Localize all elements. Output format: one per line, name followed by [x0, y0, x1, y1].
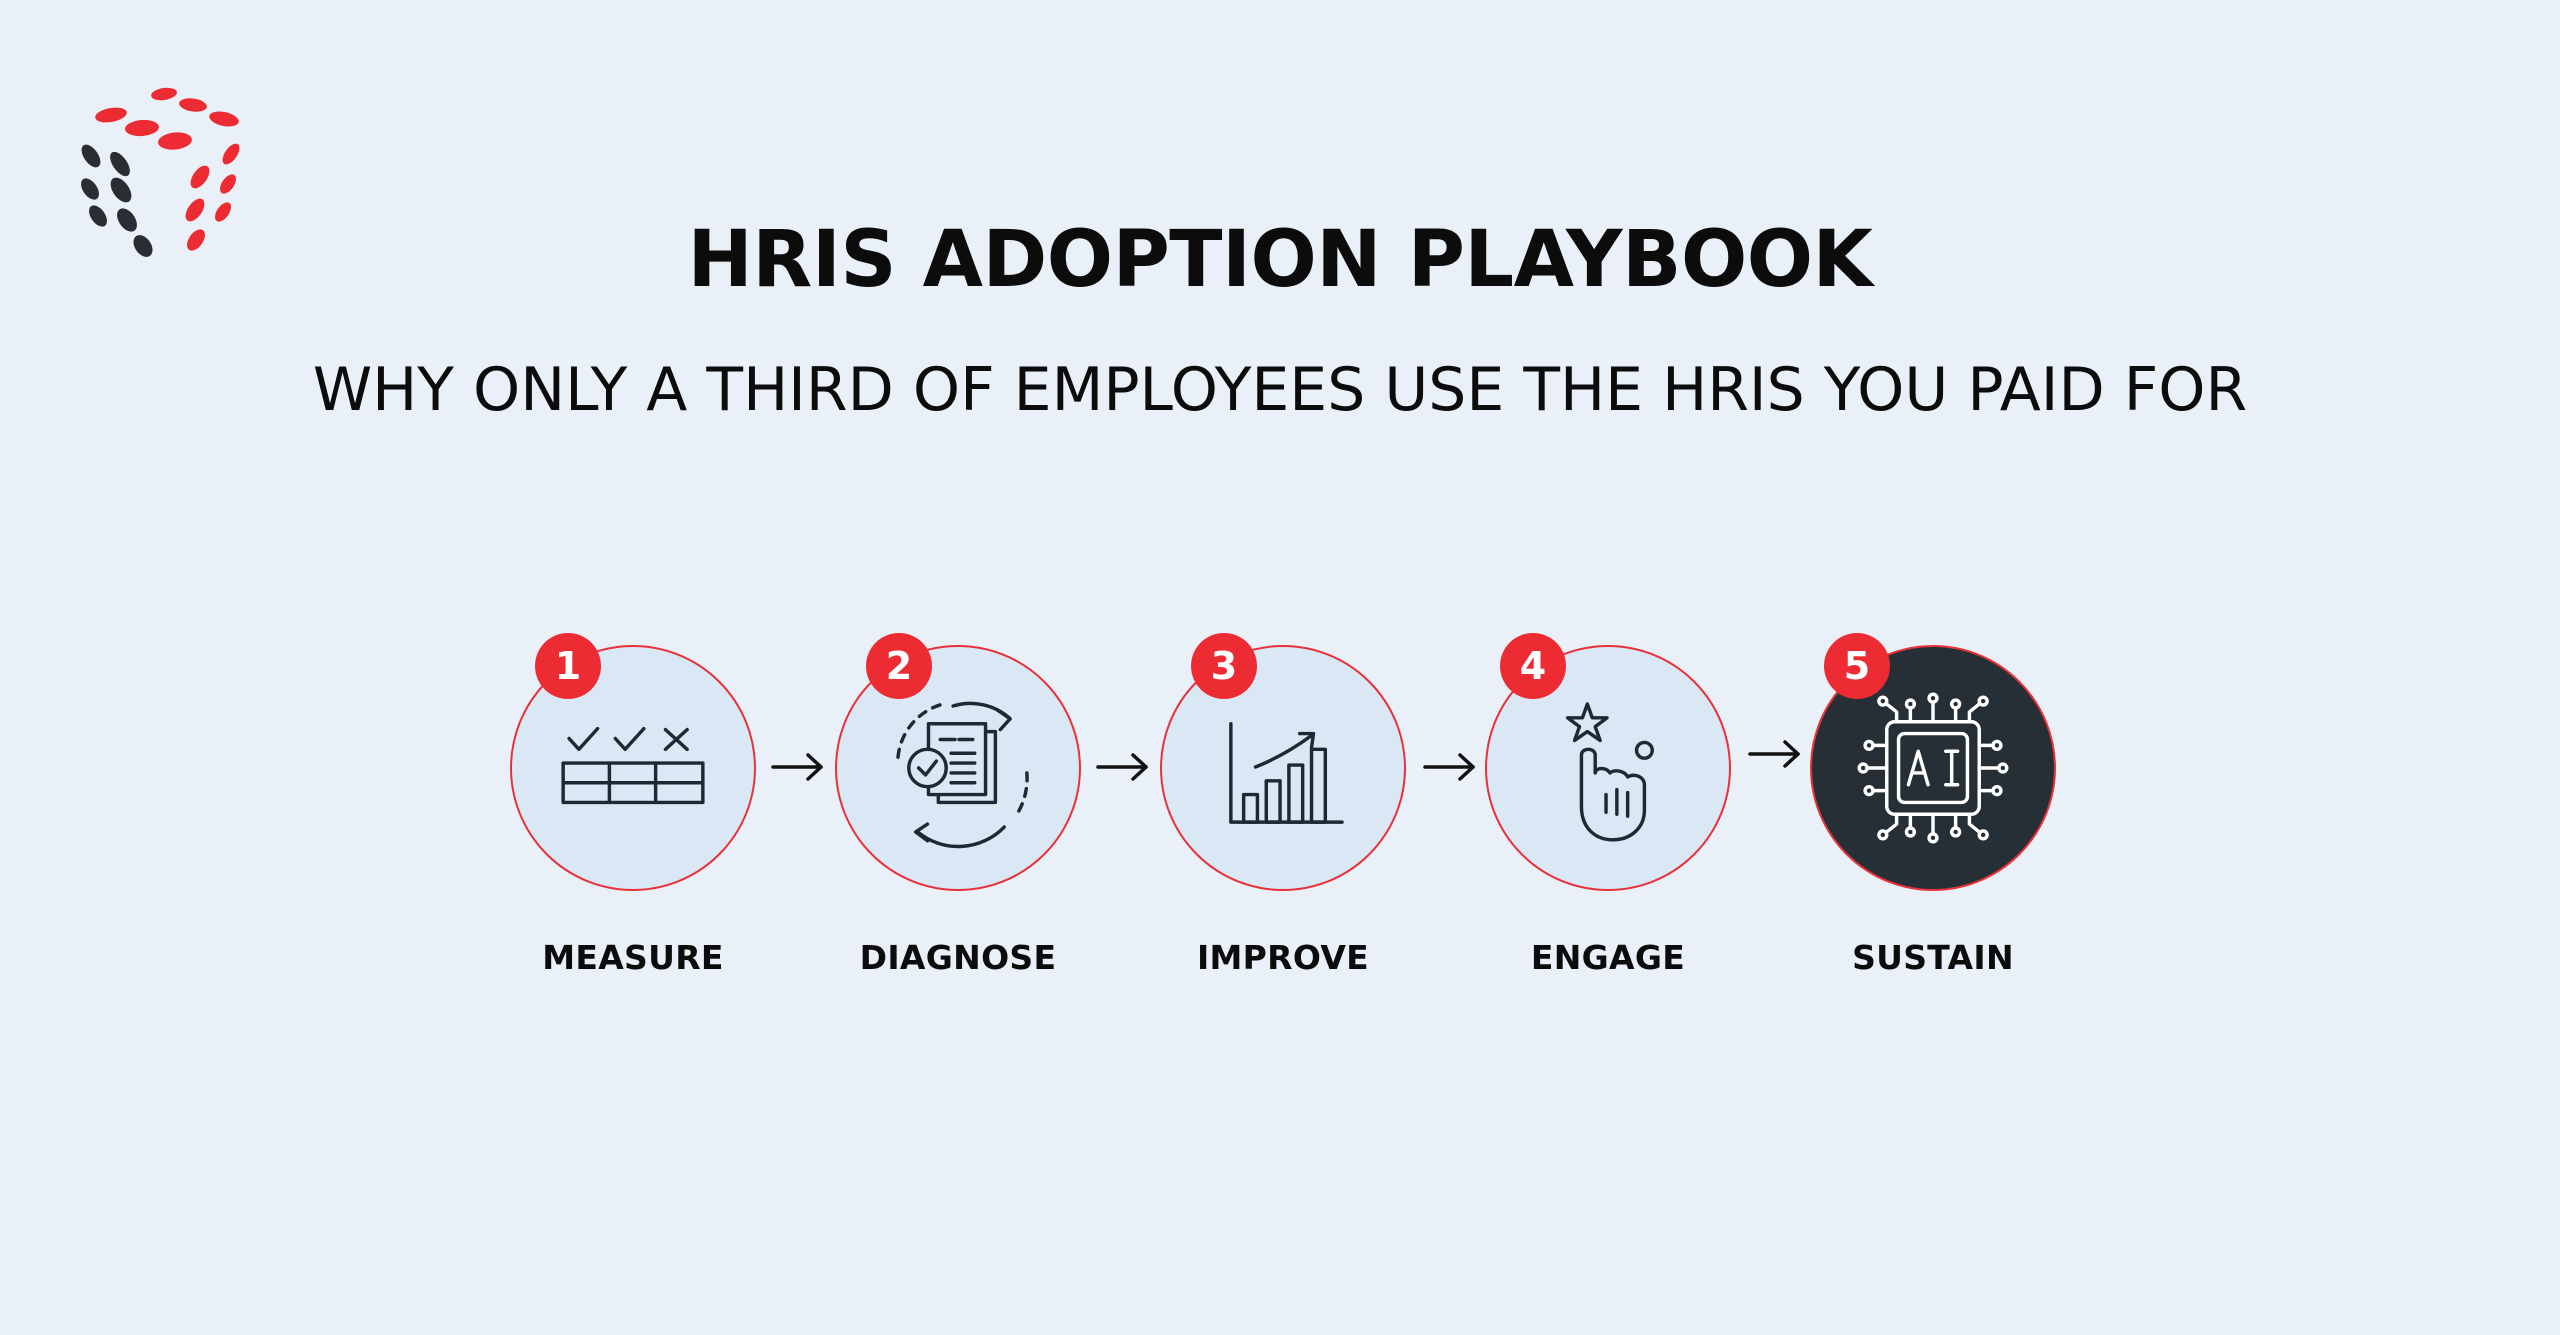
- step-4-label: ENGAGE: [1530, 938, 1686, 977]
- arrow-right-icon: [771, 753, 823, 781]
- step-1-label: MEASURE: [542, 938, 724, 977]
- step-1-badge: 1: [535, 633, 601, 699]
- step-4-badge: 4: [1500, 633, 1566, 699]
- ai-chip-icon: [1857, 692, 2009, 844]
- step-5-badge: 5: [1824, 633, 1890, 699]
- step-3-badge: 3: [1191, 633, 1257, 699]
- dotted-cube-logo: [81, 87, 240, 257]
- arrow-right-icon: [1096, 753, 1148, 781]
- checklist-table-icon: [561, 726, 705, 805]
- step-5-label: SUSTAIN: [1852, 938, 2014, 977]
- page-title: HRIS ADOPTION PLAYBOOK: [687, 215, 1873, 305]
- arrow-right-icon: [1423, 753, 1475, 781]
- page-subtitle: WHY ONLY A THIRD OF EMPLOYEES USE THE HR…: [312, 355, 2248, 425]
- growth-bar-chart-icon: [1229, 722, 1344, 824]
- document-review-cycle-icon: [896, 701, 1029, 849]
- arrow-right-icon: [1748, 740, 1800, 768]
- step-3-label: IMPROVE: [1196, 938, 1370, 977]
- finger-tap-star-icon: [1565, 702, 1654, 842]
- step-2-label: DIAGNOSE: [859, 938, 1057, 977]
- step-2-badge: 2: [866, 633, 932, 699]
